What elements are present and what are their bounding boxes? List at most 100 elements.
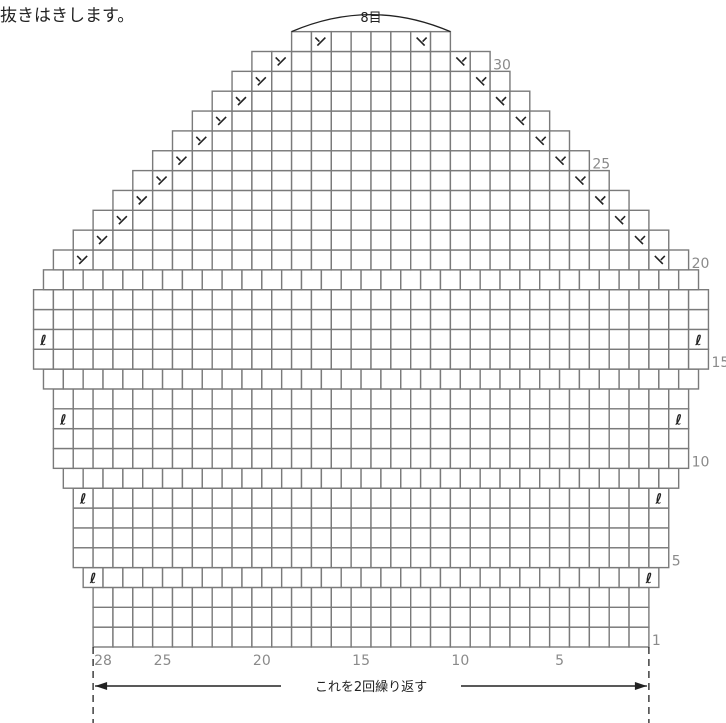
chart-cell [370, 606, 392, 628]
chart-cell [539, 566, 561, 589]
chart-cell [251, 388, 273, 410]
chart-cell [330, 606, 352, 628]
chart-cell [330, 626, 352, 648]
chart-cell [132, 447, 154, 470]
chart-cell [231, 130, 253, 152]
chart-cell [211, 289, 233, 311]
chart-cell [290, 289, 313, 311]
chart-cell [231, 348, 253, 370]
chart-cell [390, 606, 412, 628]
chart-cell [221, 566, 243, 589]
chart-cell [429, 30, 452, 53]
chart-cell [370, 527, 392, 549]
chart-cell [529, 606, 551, 628]
chart-cell [410, 348, 432, 370]
chart-cell [231, 209, 253, 231]
chart-cell [449, 328, 471, 350]
chart-cell [92, 487, 114, 509]
chart-cell [231, 487, 253, 509]
chart-cell [618, 566, 640, 589]
chart-cell [271, 427, 293, 450]
chart-cell [171, 388, 194, 410]
chart-cell [42, 368, 65, 390]
chart-cell [429, 110, 452, 132]
chart-cell [469, 110, 491, 132]
chart-cell [628, 487, 650, 509]
chart-cell [469, 90, 491, 112]
chart-cell [360, 566, 382, 589]
chart-cell [340, 467, 362, 489]
chart-cell [231, 388, 253, 410]
chart-cell [390, 408, 412, 430]
increase-symbol: ℓ [694, 333, 702, 349]
chart-cell [628, 308, 650, 331]
chart-cell [558, 566, 581, 589]
chart-cell [410, 209, 432, 231]
chart-cell [390, 289, 412, 311]
chart-cell [469, 606, 491, 628]
chart-cell [330, 348, 352, 370]
chart-cell [608, 308, 630, 331]
chart-cell [290, 408, 313, 430]
chart-cell [449, 408, 471, 430]
decrease-left-symbol [136, 195, 148, 205]
chart-cell [449, 189, 471, 211]
chart-cell [132, 547, 154, 569]
chart-cell [310, 209, 333, 231]
chart-cell [271, 229, 293, 251]
chart-cell [410, 547, 432, 569]
chart-cell [548, 289, 571, 311]
chart-cell [171, 427, 194, 450]
chart-cell [390, 348, 412, 370]
chart-cell [132, 348, 154, 370]
chart-cell [231, 626, 253, 648]
chart-cell [251, 487, 273, 509]
chart-cell [211, 150, 233, 172]
chart-cell [380, 566, 402, 589]
chart-cell [410, 130, 432, 152]
chart-cell [469, 50, 491, 73]
chart-cell [271, 249, 293, 271]
chart-cell [489, 606, 511, 628]
chart-cell [658, 467, 680, 489]
chart-cell [370, 328, 392, 350]
chart-cell [290, 547, 313, 569]
chart-cell [290, 328, 313, 350]
chart-cell [429, 547, 452, 569]
chart-cell [171, 586, 194, 609]
chart-cell [568, 308, 591, 331]
chart-cell [211, 328, 233, 350]
chart-cell [191, 547, 213, 569]
increase-symbol: ℓ [674, 412, 682, 428]
chart-cell [410, 388, 432, 410]
chart-cell [469, 447, 491, 470]
chart-cell [469, 547, 491, 569]
chart-cell [370, 50, 392, 73]
row-number-label: 15 [711, 355, 726, 371]
chart-cell [390, 328, 412, 350]
repeat-label: これを2回繰り返す [315, 680, 427, 695]
chart-cell [489, 527, 511, 549]
chart-cell [221, 467, 243, 489]
chart-cell [171, 606, 194, 628]
chart-cell [529, 388, 551, 410]
chart-cell [330, 130, 352, 152]
chart-cell [122, 368, 144, 390]
chart-cell [449, 70, 471, 92]
chart-cell [310, 507, 333, 529]
chart-cell [330, 328, 352, 350]
chart-cell [340, 269, 362, 291]
chart-cell [72, 527, 94, 549]
chart-cell [529, 547, 551, 569]
chart-cell [429, 229, 452, 251]
increase-symbol: ℓ [89, 571, 97, 587]
chart-cell [489, 388, 511, 410]
decrease-left-symbol [215, 116, 227, 126]
chart-cell [449, 289, 471, 311]
chart-cell [132, 427, 154, 450]
chart-cell [290, 110, 313, 132]
chart-cell [271, 209, 293, 231]
chart-cell [171, 328, 194, 350]
chart-cell [489, 289, 511, 311]
chart-cell [390, 527, 412, 549]
